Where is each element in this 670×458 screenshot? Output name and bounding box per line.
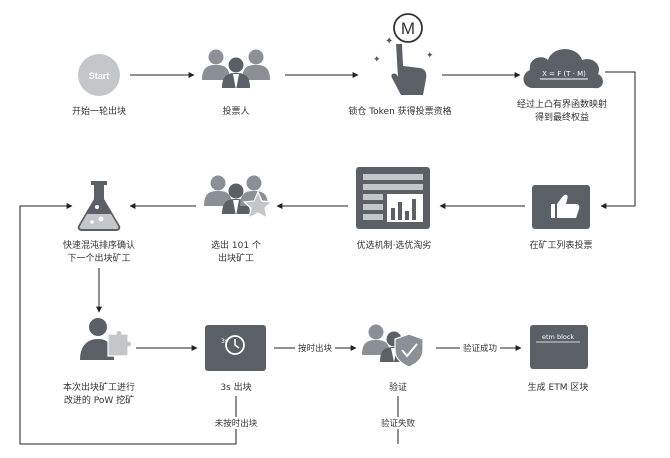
edge-label-verify-fail: 验证失败 — [381, 418, 416, 429]
node-label-shuffle-2: 下一个出块矿工 — [67, 252, 130, 264]
people-shield-icon — [362, 324, 424, 368]
people-star-icon — [204, 175, 274, 220]
sparkle-icon: ✦ — [373, 55, 381, 65]
edge-label-verify-success: 验证成功 — [463, 343, 497, 354]
node-label-start: 开始一轮出块 — [72, 105, 126, 117]
clock-3s-icon: 3s — [205, 325, 266, 371]
node-label-select-mech: 优选机制·选优淘劣 — [357, 239, 432, 251]
node-label-pow-2: 改进的 PoW 挖矿 — [64, 394, 134, 406]
node-label-select-101-2: 出块矿工 — [218, 252, 254, 264]
node-label-formula-2: 得到最终权益 — [535, 111, 589, 123]
formula-text: X = F (T · M) — [542, 70, 586, 78]
edge-label-on-time: 按时出块 — [298, 343, 333, 354]
sparkle-icon: ✦ — [385, 36, 393, 47]
connectors — [19, 71, 636, 445]
m-badge: M — [401, 19, 415, 38]
node-label-formula-1: 经过上凸有界函数映射 — [517, 98, 607, 110]
flask-icon — [77, 181, 121, 231]
hand-tap-m-icon: M ✦ ✦ ✦ — [373, 13, 434, 95]
etm-block-text: etm block — [542, 333, 574, 341]
start-circle-icon: Start — [78, 54, 120, 96]
node-label-vote-list: 在矿工列表投票 — [529, 239, 592, 251]
sparkle-icon: ✦ — [426, 51, 434, 61]
node-label-etm-block: 生成 ETM 区块 — [528, 381, 589, 393]
node-label-select-101-1: 选出 101 个 — [211, 239, 261, 251]
person-puzzle-icon — [80, 318, 133, 360]
people-group-icon — [202, 49, 270, 90]
arrow-formula-to-vote — [600, 71, 636, 209]
node-label-pow-1: 本次出块矿工进行 — [63, 381, 135, 393]
node-label-voters: 投票人 — [222, 105, 249, 117]
thumbs-up-icon — [532, 185, 590, 229]
node-label-lock-token: 锁仓 Token 获得投票资格 — [348, 105, 451, 117]
etm-block-icon: etm block — [530, 325, 588, 369]
table-chart-icon — [356, 167, 430, 229]
3s-text: 3s — [221, 338, 228, 345]
node-label-3s: 3s 出块 — [220, 381, 251, 393]
cloud-formula-icon: X = F (T · M) — [523, 49, 603, 89]
node-label-verify: 验证 — [389, 381, 407, 393]
start-text: Start — [89, 71, 110, 81]
node-label-shuffle-1: 快速混沌排序确认 — [63, 239, 135, 251]
edge-label-not-on-time: 未按时出块 — [215, 418, 258, 429]
